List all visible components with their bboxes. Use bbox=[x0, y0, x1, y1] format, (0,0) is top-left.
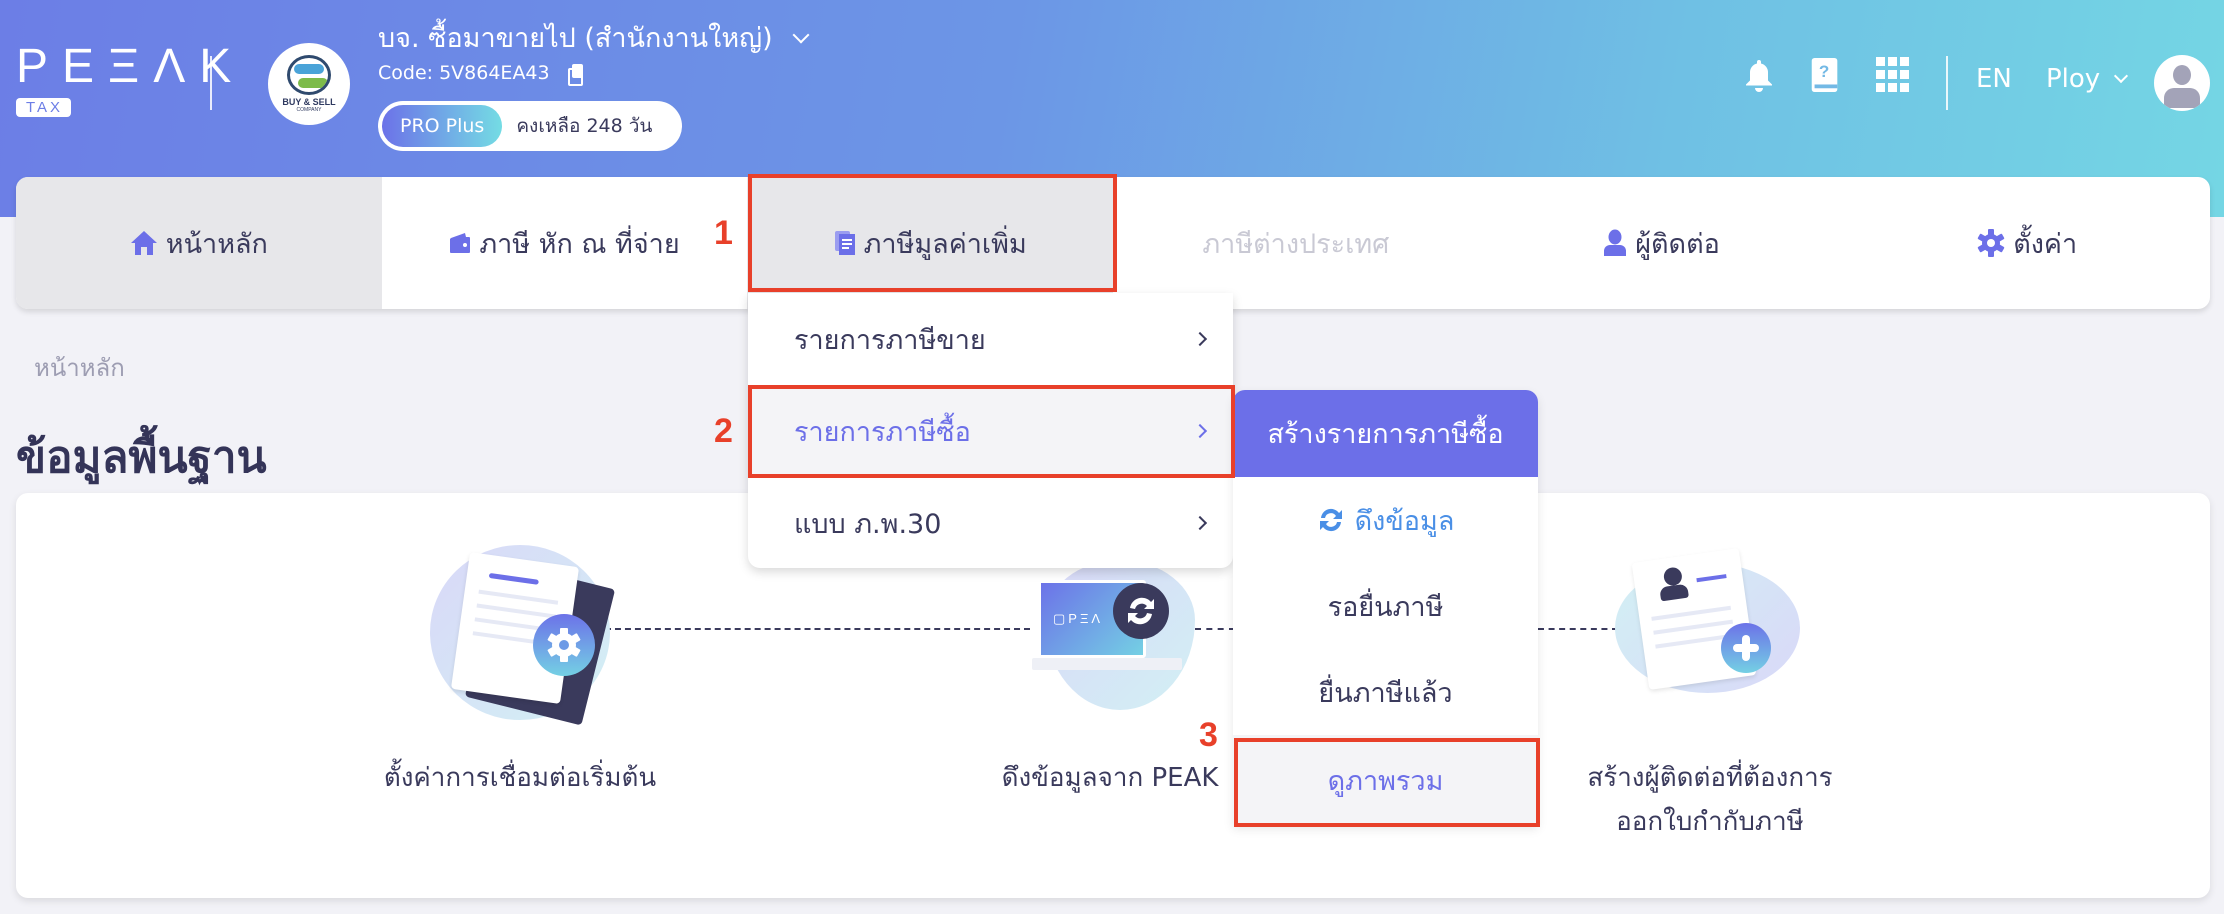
chevron-down-icon bbox=[2114, 68, 2129, 84]
step-label-setup[interactable]: ตั้งค่าการเชื่อมต่อเริ่มต้น bbox=[383, 763, 657, 793]
main-nav: หน้าหลัก ภาษี หัก ณ ที่จ่าย ภาษีมูลค่าเพ… bbox=[16, 177, 2210, 309]
company-logo: BUY & SELL COMPANY bbox=[268, 43, 350, 125]
step-connector bbox=[1538, 628, 1618, 630]
header-divider bbox=[210, 56, 212, 110]
step-label-create-contact[interactable]: สร้างผู้ติดต่อที่ต้องการ ออกใบกำกับภาษี bbox=[1540, 756, 1880, 844]
annotation-number-1: 1 bbox=[714, 214, 733, 252]
apps-grid-icon[interactable] bbox=[1876, 57, 1910, 93]
company-name: บจ. ซื้อมาขายไป (สำนักงานใหญ่) bbox=[378, 23, 773, 54]
user-avatar-icon[interactable] bbox=[2154, 55, 2210, 111]
tab-label: หน้าหลัก bbox=[165, 228, 268, 260]
company-code: Code: 5V864EA43 bbox=[378, 62, 550, 84]
submenu-pending-filing[interactable]: รอยื่นภาษี bbox=[1233, 563, 1538, 649]
header-divider-right bbox=[1946, 56, 1948, 110]
step-label-line2: ออกใบกำกับภาษี bbox=[1616, 807, 1804, 837]
purchase-tax-submenu: สร้างรายการภาษีซื้อ ดึงข้อมูล รอยื่นภาษี… bbox=[1233, 390, 1538, 825]
chevron-right-icon bbox=[1192, 331, 1208, 347]
tab-settings[interactable]: ตั้งค่า bbox=[1844, 177, 2210, 309]
tab-withholding-tax[interactable]: ภาษี หัก ณ ที่จ่าย bbox=[382, 177, 748, 309]
tab-label: ภาษีมูลค่าเพิ่ม bbox=[863, 228, 1027, 260]
peak-tax-logo[interactable]: PEΞΛK TAX bbox=[16, 40, 246, 119]
username: Ploy bbox=[2046, 64, 2101, 94]
vat-dropdown-menu: รายการภาษีขาย รายการภาษีซื้อ แบบ ภ.พ.30 bbox=[748, 293, 1233, 568]
tab-home[interactable]: หน้าหลัก bbox=[16, 177, 382, 309]
plan-badge: PRO Plus bbox=[382, 105, 503, 147]
company-switcher[interactable]: บจ. ซื้อมาขายไป (สำนักงานใหญ่) bbox=[378, 16, 810, 59]
tab-foreign-tax[interactable]: ภาษีต่างประเทศ bbox=[1113, 177, 1479, 309]
tab-contacts[interactable]: ผู้ติดต่อ bbox=[1479, 177, 1845, 309]
language-switch[interactable]: EN bbox=[1976, 64, 2012, 94]
copy-icon[interactable] bbox=[567, 64, 584, 86]
tab-label: ภาษี หัก ณ ที่จ่าย bbox=[479, 228, 680, 260]
company-logo-subtext: COMPANY bbox=[296, 107, 322, 113]
submenu-item-label: ดึงข้อมูล bbox=[1354, 505, 1455, 537]
document-icon bbox=[834, 231, 855, 255]
tab-label: ตั้งค่า bbox=[2013, 228, 2078, 260]
step-label-fetch[interactable]: ดึงข้อมูลจาก PEAK bbox=[1001, 763, 1219, 793]
plus-badge-icon bbox=[1721, 623, 1771, 673]
submenu-item-label: รอยื่นภาษี bbox=[1327, 591, 1444, 623]
tax-badge: TAX bbox=[16, 98, 72, 117]
page-title: ข้อมูลพื้นฐาน bbox=[16, 432, 267, 483]
svg-text:?: ? bbox=[1819, 62, 1829, 81]
setup-connection-illustration bbox=[430, 545, 616, 726]
submenu-filed[interactable]: ยื่นภาษีแล้ว bbox=[1233, 649, 1538, 735]
annotation-number-2: 2 bbox=[714, 412, 733, 450]
wallet-icon bbox=[450, 233, 471, 253]
tab-vat[interactable]: ภาษีมูลค่าเพิ่ม bbox=[747, 177, 1114, 309]
step-connector bbox=[1195, 628, 1235, 630]
annotation-number-3: 3 bbox=[1199, 716, 1218, 754]
submenu-item-label: ดูภาพรวม bbox=[1327, 765, 1444, 797]
sync-badge-icon bbox=[1113, 583, 1169, 639]
menu-item-purchase-tax[interactable]: รายการภาษีซื้อ bbox=[748, 385, 1233, 477]
submenu-fetch-data[interactable]: ดึงข้อมูล bbox=[1233, 477, 1538, 563]
company-code-row: Code: 5V864EA43 bbox=[378, 62, 584, 86]
menu-item-label: รายการภาษีขาย bbox=[794, 324, 986, 356]
refresh-icon bbox=[1319, 508, 1342, 532]
submenu-overview[interactable]: ดูภาพรวม bbox=[1233, 735, 1538, 825]
menu-item-pp30[interactable]: แบบ ภ.พ.30 bbox=[748, 477, 1233, 569]
step-connector bbox=[605, 628, 1030, 630]
create-contact-illustration bbox=[1615, 548, 1805, 725]
fetch-peak-illustration: ▢PΞΛ bbox=[1020, 560, 1210, 760]
bell-icon[interactable] bbox=[1744, 58, 1774, 94]
create-purchase-tax-button[interactable]: สร้างรายการภาษีซื้อ bbox=[1233, 390, 1538, 477]
plan-pill[interactable]: PRO Plus คงเหลือ 248 วัน bbox=[378, 101, 682, 151]
submenu-item-label: ยื่นภาษีแล้ว bbox=[1318, 677, 1453, 709]
plan-remaining-days: คงเหลือ 248 วัน bbox=[516, 115, 653, 137]
user-icon bbox=[1604, 229, 1627, 256]
peak-logo-text: PEΞΛK bbox=[16, 40, 246, 93]
gear-badge-icon bbox=[533, 614, 595, 676]
menu-item-label: รายการภาษีซื้อ bbox=[794, 416, 971, 448]
handshake-icon bbox=[287, 55, 331, 95]
company-logo-text: BUY & SELL bbox=[282, 97, 336, 107]
tab-label: ผู้ติดต่อ bbox=[1635, 228, 1720, 260]
tab-label: ภาษีต่างประเทศ bbox=[1202, 228, 1390, 260]
step-label-line1: สร้างผู้ติดต่อที่ต้องการ bbox=[1587, 763, 1833, 793]
chevron-down-icon bbox=[792, 26, 810, 43]
help-book-icon[interactable]: ? bbox=[1810, 57, 1840, 93]
chevron-right-icon bbox=[1192, 423, 1208, 439]
user-menu[interactable]: Ploy bbox=[2046, 64, 2129, 94]
home-icon bbox=[130, 231, 157, 255]
chevron-right-icon bbox=[1192, 515, 1208, 531]
gear-icon bbox=[1977, 229, 2005, 257]
breadcrumb[interactable]: หน้าหลัก bbox=[34, 354, 125, 382]
menu-item-label: แบบ ภ.พ.30 bbox=[794, 508, 942, 540]
menu-item-sales-tax[interactable]: รายการภาษีขาย bbox=[748, 293, 1233, 385]
